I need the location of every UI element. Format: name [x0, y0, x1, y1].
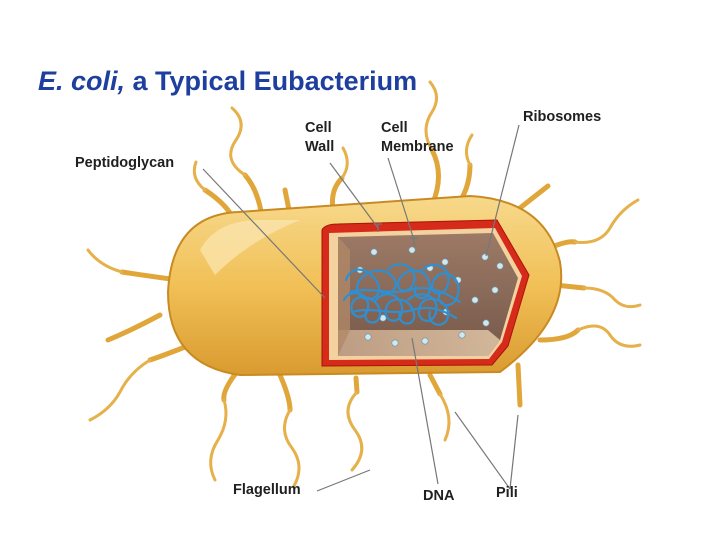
label-cell-wall-line2: Wall	[305, 139, 335, 155]
flagella	[86, 80, 642, 488]
cell-body-highlight	[200, 220, 300, 275]
label-cell-membrane-line2: Membrane	[381, 139, 454, 155]
leader-lines	[202, 124, 520, 492]
title-italic: E. coli,	[38, 66, 126, 96]
label-dna: DNA	[423, 488, 455, 504]
label-cell-membrane: Cell Membrane	[381, 119, 454, 157]
label-cell-membrane-line1: Cell	[381, 120, 408, 136]
label-ribosomes: Ribosomes	[523, 109, 602, 125]
dna-nucleoid	[342, 263, 462, 326]
label-cell-wall: Cell Wall	[305, 119, 334, 157]
label-cell-wall-line1: Cell	[305, 120, 332, 136]
label-flagellum: Flagellum	[233, 482, 301, 498]
page-title: E. coli, a Typical Eubacterium	[38, 66, 417, 97]
label-peptidoglycan: Peptidoglycan	[75, 155, 175, 171]
label-pili: Pili	[496, 485, 518, 501]
title-rest: a Typical Eubacterium	[125, 66, 418, 96]
